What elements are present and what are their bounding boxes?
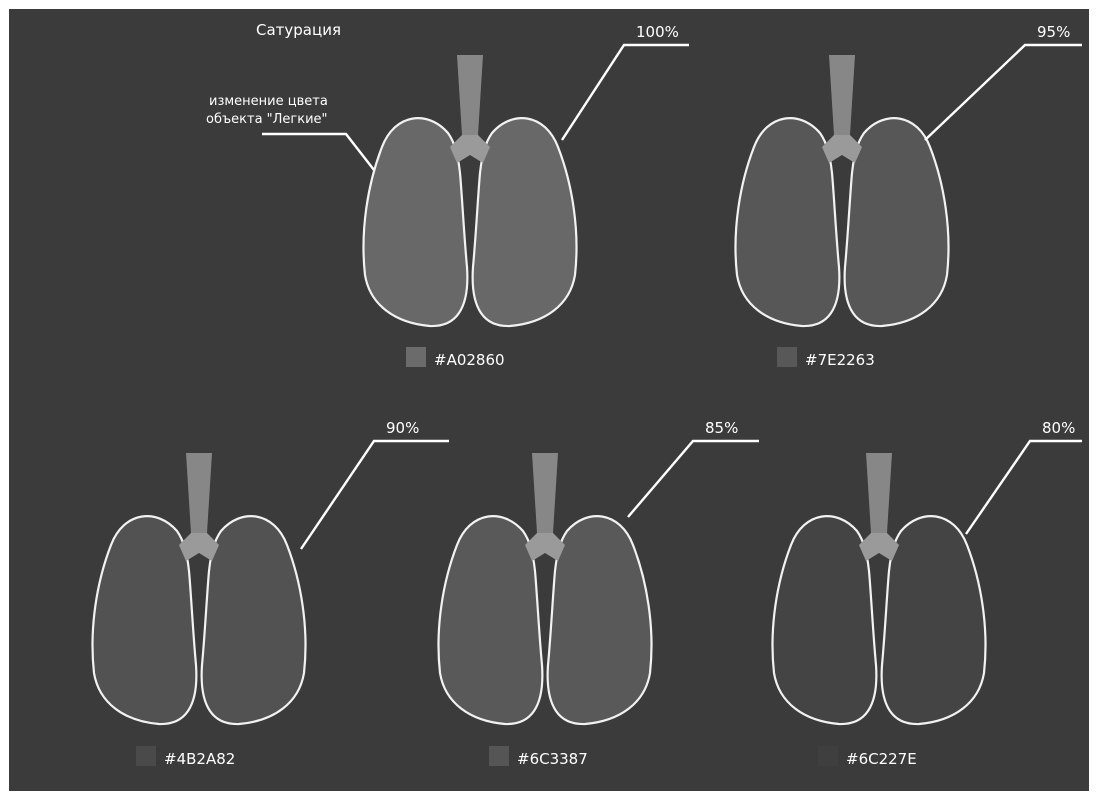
lung-variant-0: 100% #A02860: [364, 23, 689, 369]
lung-variant-4: 80% #6C227E: [773, 419, 1082, 768]
color-hex-label: #4B2A82: [164, 750, 235, 768]
saturation-leader-line: [628, 441, 759, 517]
lungs-illustration: [773, 453, 986, 724]
lungs-illustration: [439, 453, 652, 724]
bronchi: [525, 533, 565, 561]
saturation-label: 95%: [1037, 23, 1070, 41]
saturation-label: 100%: [636, 23, 679, 41]
saturation-label: 80%: [1042, 419, 1075, 437]
color-hex-label: #7E2263: [805, 351, 875, 369]
bronchi: [450, 135, 490, 163]
bronchi: [179, 533, 219, 561]
saturation-label: 85%: [705, 419, 738, 437]
color-swatch: [818, 746, 838, 766]
saturation-label: 90%: [386, 419, 419, 437]
lung-variant-1: 95% #7E2263: [736, 23, 1082, 369]
trachea: [532, 453, 558, 533]
lungs-illustration: [364, 55, 577, 326]
trachea: [186, 453, 212, 533]
annotation-line-2: объекта "Легкие": [206, 112, 328, 127]
diagram-canvas: Сатурация изменение цвета объекта "Легки…: [9, 9, 1089, 791]
saturation-leader-line: [562, 45, 689, 140]
color-hex-label: #A02860: [434, 351, 505, 369]
annotation-callout: изменение цвета объекта "Легкие": [206, 94, 374, 170]
color-swatch: [136, 746, 156, 766]
annotation-line-1: изменение цвета: [209, 94, 328, 109]
lungs-illustration: [736, 55, 949, 326]
lungs-illustration: [93, 453, 306, 724]
lung-variant-2: 90% #4B2A82: [93, 419, 449, 768]
color-swatch: [777, 347, 797, 367]
saturation-leader-line: [301, 441, 449, 549]
annotation-leader-line: [262, 134, 374, 170]
bronchi: [859, 533, 899, 561]
saturation-leader-line: [925, 45, 1082, 140]
lung-variant-3: 85% #6C3387: [439, 419, 759, 768]
color-swatch: [489, 746, 509, 766]
trachea: [457, 55, 483, 135]
color-swatch: [406, 347, 426, 367]
color-hex-label: #6C3387: [517, 750, 588, 768]
diagram-title: Сатурация: [256, 21, 341, 39]
trachea: [866, 453, 892, 533]
trachea: [829, 55, 855, 135]
bronchi: [822, 135, 862, 163]
saturation-leader-line: [966, 441, 1082, 534]
lung-saturation-diagram: Сатурация изменение цвета объекта "Легки…: [9, 9, 1089, 791]
color-hex-label: #6C227E: [846, 750, 917, 768]
